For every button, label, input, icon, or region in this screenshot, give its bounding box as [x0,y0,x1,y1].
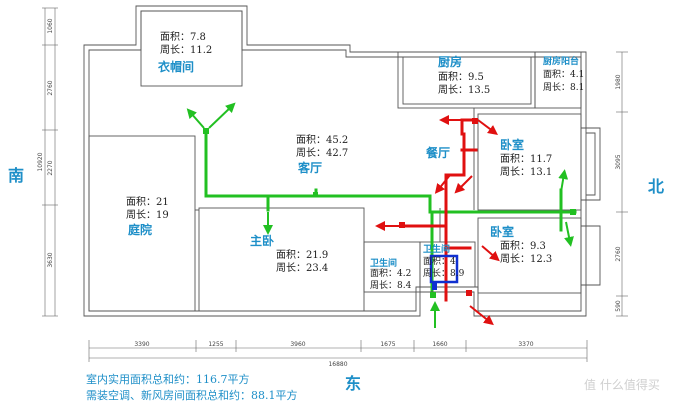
bath2-name: 卫生间 [423,243,450,255]
dim-left-2: 2760 [47,80,54,95]
bath1-perimeter: 周长：8.4 [370,279,412,291]
bedroom-bottom-perimeter: 周长：12.3 [500,253,552,265]
kitchen-balcony-name: 厨房阳台 [543,55,579,67]
fresh-air-unit [429,254,459,284]
dim-bottom-2: 1255 [208,341,223,348]
garden-name: 庭院 [128,222,152,237]
bedroom-top-area: 面积：11.7 [500,153,552,165]
dim-left-1: 1060 [47,18,54,33]
green-node-2 [313,192,318,197]
dim-right-2: 3095 [615,154,622,169]
cloakroom-perimeter: 周长：11.2 [160,44,212,56]
dim-bottom-3: 3960 [290,341,305,348]
dim-left-4: 3630 [47,252,54,267]
cloakroom-name: 衣帽间 [158,59,194,74]
dimension-lines [42,7,628,362]
red-node-1 [399,222,405,228]
red-node-2 [472,118,478,124]
kitchen-name: 厨房 [438,54,462,69]
fresh-air-unit-connector [432,282,437,290]
footer-line-2: 需装空调、新风房间面积总和约：88.1平方 [86,388,298,402]
master-name: 主卧 [250,233,274,248]
dim-right-1: 1980 [615,74,622,89]
dim-bottom-total: 16880 [328,361,347,368]
bedroom-bottom-area: 面积：9.3 [500,240,546,252]
footer-line-1: 室内实用面积总和约：116.7平方 [86,372,250,386]
dining-name: 餐厅 [426,145,450,160]
dim-right-4: 590 [615,300,622,312]
compass-north: 北 [648,177,664,196]
dim-bottom-5: 1660 [432,341,447,348]
kitchen-balcony-perimeter: 周长：8.1 [543,81,584,93]
green-outlets [186,102,574,328]
red-outlets [375,115,500,326]
dim-left-total: 10920 [37,152,44,171]
living-name: 客厅 [297,160,322,175]
compass-east: 东 [345,374,361,393]
bath2-area: 面积：4 [423,255,456,267]
master-area: 面积：21.9 [276,249,328,261]
green-node-4 [430,292,436,298]
kitchen-area: 面积：9.5 [438,71,484,83]
dim-bottom-4: 1675 [380,341,395,348]
living-perimeter: 周长：42.7 [296,147,348,159]
bath2-perimeter: 周长：8.9 [423,267,465,279]
master-perimeter: 周长：23.4 [276,262,328,274]
cloakroom-area: 面积：7.8 [160,31,206,43]
dim-left-3: 2270 [47,160,54,175]
green-node-3 [570,209,576,215]
green-node-1 [203,128,209,134]
red-node-3 [466,290,472,296]
dim-right-3: 2760 [615,246,622,261]
dim-bottom-1: 3390 [134,341,149,348]
bath1-area: 面积：4.2 [370,267,411,279]
living-area: 面积：45.2 [296,134,348,146]
bedroom-top-perimeter: 周长：13.1 [500,166,552,178]
dim-bottom-6: 3370 [518,341,533,348]
bedroom-bottom-name: 卧室 [490,224,514,239]
watermark: 值 什么值得买 [584,377,660,392]
garden-area: 面积：21 [126,196,169,208]
bath1-name: 卫生间 [370,257,397,269]
walls [83,5,601,317]
kitchen-perimeter: 周长：13.5 [438,84,490,96]
red-duct [403,118,478,302]
kitchen-balcony-area: 面积：4.1 [543,68,584,80]
compass-south: 南 [8,166,24,185]
bedroom-top-name: 卧室 [500,137,524,152]
garden-perimeter: 周长：19 [126,209,169,221]
